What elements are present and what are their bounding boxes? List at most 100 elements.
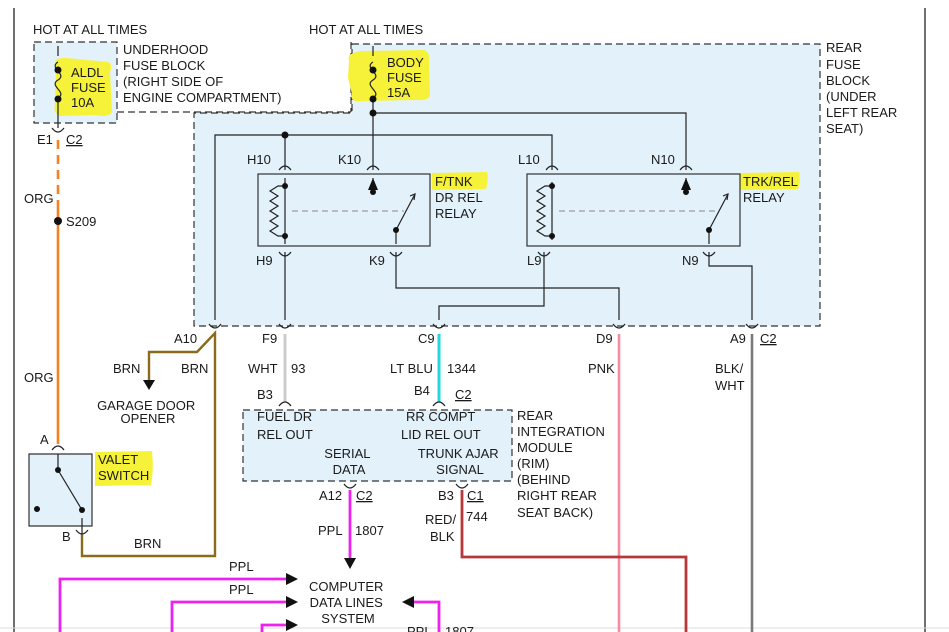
ppl-wire-2 bbox=[170, 600, 290, 632]
wire-l9-c9 bbox=[438, 252, 545, 320]
ftnk-dot-1 bbox=[282, 183, 288, 189]
brn-wire bbox=[80, 329, 217, 558]
ppl-label-2: PPL bbox=[229, 559, 254, 574]
hot-label-2: HOT AT ALL TIMES bbox=[309, 22, 423, 37]
cdls-arrow-4 bbox=[286, 619, 298, 631]
body-fuse-icon bbox=[369, 61, 377, 99]
l10-label: L10 bbox=[518, 152, 540, 167]
ftnk-up-arrow bbox=[368, 178, 378, 190]
bus-splice-dot bbox=[281, 131, 289, 139]
w93-label: 93 bbox=[291, 361, 305, 376]
trk-dot-1 bbox=[549, 183, 555, 189]
s209-dot bbox=[54, 217, 62, 225]
trk-dot-3 bbox=[683, 189, 689, 195]
ppl-wire-1 bbox=[58, 577, 290, 632]
aldl-fuse-label: ALDL FUSE 10A bbox=[71, 65, 109, 110]
garage-door-opener-label: GARAGE DOOR OPENER bbox=[97, 398, 199, 426]
ppl-wire-4 bbox=[414, 600, 441, 632]
trk-dot-2 bbox=[549, 233, 555, 239]
ftnk-coil bbox=[268, 185, 285, 237]
ppl-label-3: PPL bbox=[229, 582, 254, 597]
trk-relay-label: TRK/REL RELAY bbox=[743, 174, 801, 205]
trk-relay-box bbox=[526, 173, 741, 247]
k9-label: K9 bbox=[369, 253, 385, 268]
c2-label-a9: C2 bbox=[760, 331, 777, 346]
valet-highlight bbox=[95, 451, 153, 486]
pnk-label: PNK bbox=[588, 361, 615, 376]
ppl-label-partial: PPL bbox=[407, 624, 432, 632]
hot-label-1: HOT AT ALL TIMES bbox=[33, 22, 147, 37]
redblk-wire bbox=[460, 490, 688, 632]
cdls-arrow-1 bbox=[286, 573, 298, 585]
valet-switch-box bbox=[28, 453, 93, 527]
a9-label: A9 bbox=[730, 331, 746, 346]
b3b-label: B3 bbox=[438, 488, 454, 503]
connector-arcs bbox=[51, 127, 759, 535]
c2-label-e1: C2 bbox=[66, 132, 83, 147]
ftnk-dot-2 bbox=[282, 233, 288, 239]
garage-arrow bbox=[143, 380, 155, 390]
trk-coil bbox=[535, 185, 552, 237]
ppl-wire-3 bbox=[260, 623, 290, 632]
ftnk-dot-4 bbox=[393, 227, 399, 233]
body-dot-top bbox=[369, 66, 377, 74]
l9-label: L9 bbox=[527, 253, 541, 268]
w744-label: 744 bbox=[466, 509, 488, 524]
body-bus-right bbox=[373, 112, 687, 170]
computer-data-lines-label: COMPUTER DATA LINES SYSTEM bbox=[309, 579, 387, 626]
trunk-ajar-signal-label: TRUNK AJAR SIGNAL bbox=[418, 446, 503, 477]
blkwht-label: BLK/ WHT bbox=[715, 361, 747, 393]
rr-compt-lid-label: RR COMPT LID REL OUT bbox=[401, 409, 481, 442]
valet-switch-label: VALET SWITCH bbox=[98, 452, 149, 483]
ftnk-highlight bbox=[432, 172, 488, 190]
s209-label: S209 bbox=[66, 214, 96, 229]
ftnk-relay-label: F/TNK DR REL RELAY bbox=[435, 174, 486, 221]
k10-label: K10 bbox=[338, 152, 361, 167]
c2-label-b4: C2 bbox=[455, 387, 472, 402]
f9-label: F9 bbox=[262, 331, 277, 346]
body-splice-dot bbox=[369, 109, 377, 117]
w1344-label: 1344 bbox=[447, 361, 476, 376]
brn-label-2: BRN bbox=[181, 361, 208, 376]
aldl-fuse-icon bbox=[54, 61, 62, 99]
aldl-highlight bbox=[54, 58, 112, 116]
body-fuse-label: BODY FUSE 15A bbox=[387, 55, 427, 100]
w1807-label: 1807 bbox=[355, 523, 384, 538]
trk-dot-4 bbox=[706, 227, 712, 233]
ltblu-label: LT BLU bbox=[390, 361, 433, 376]
cdls-arrow-3 bbox=[402, 596, 414, 608]
a12-label: A12 bbox=[319, 488, 342, 503]
trk-up-arrow bbox=[681, 178, 691, 190]
wire-n9-a9 bbox=[708, 252, 753, 320]
trk-highlight bbox=[740, 172, 800, 190]
rear-fuse-block-box bbox=[193, 43, 821, 327]
brn-label-3: BRN bbox=[134, 536, 161, 551]
valet-a-label: A bbox=[40, 432, 49, 447]
valet-dot-3 bbox=[79, 507, 85, 513]
b3-label: B3 bbox=[257, 387, 273, 402]
n9-label: N9 bbox=[682, 253, 699, 268]
redblk-label: RED/ BLK bbox=[425, 512, 460, 544]
org-label-2: ORG bbox=[24, 370, 54, 385]
org-label-1: ORG bbox=[24, 191, 54, 206]
aldl-dot-top bbox=[54, 66, 62, 74]
valet-b-label: B bbox=[62, 529, 71, 544]
wht-label: WHT bbox=[248, 361, 278, 376]
e1-label: E1 bbox=[37, 132, 53, 147]
n10-label: N10 bbox=[651, 152, 675, 167]
ftnk-dot-3 bbox=[370, 189, 376, 195]
underhood-fuse-block-label: UNDERHOOD FUSE BLOCK (RIGHT SIDE OF ENGI… bbox=[123, 42, 281, 105]
valet-dot-1 bbox=[55, 467, 61, 473]
body-dot-bottom bbox=[369, 95, 377, 103]
wire-k9-d9 bbox=[395, 252, 620, 320]
ftnk-switch-tip bbox=[409, 193, 416, 201]
valet-dot-2 bbox=[34, 506, 40, 512]
h9-label: H9 bbox=[256, 253, 273, 268]
c2-label-a12: C2 bbox=[356, 488, 373, 503]
h10-label: H10 bbox=[247, 152, 271, 167]
ftnk-relay-box bbox=[257, 173, 431, 247]
aldl-dot-bottom bbox=[54, 95, 62, 103]
bus-h-l bbox=[214, 134, 553, 320]
c1-label: C1 bbox=[467, 488, 484, 503]
serial-data-label: SERIAL DATA bbox=[324, 446, 373, 477]
